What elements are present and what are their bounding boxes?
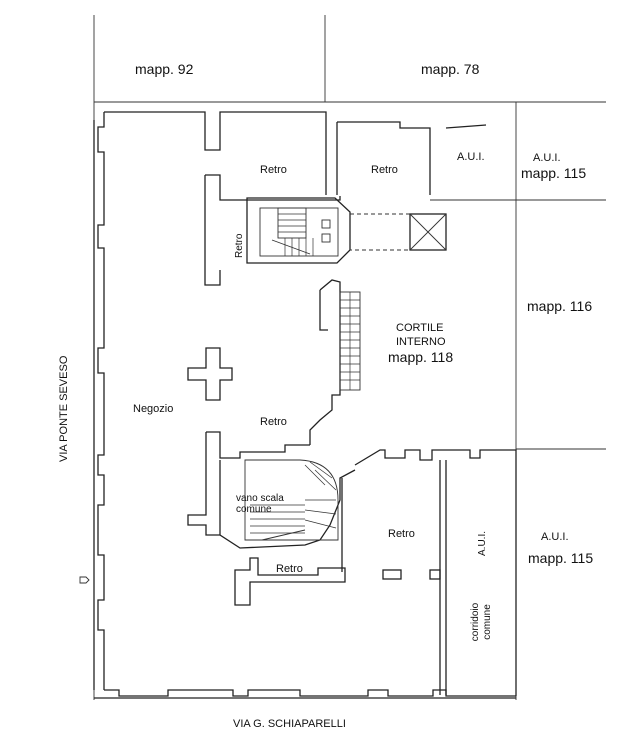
exterior-walls [93,111,517,699]
label-mapp115-bottom: mapp. 115 [528,550,593,566]
label-mapp78: mapp. 78 [421,61,480,77]
entrance-marker [79,576,90,584]
lower-stair [244,459,339,541]
label-vano-line2: comune [236,504,272,515]
label-street-bottom: VIA G. SCHIAPARELLI [233,718,346,730]
label-aui-top: A.U.I. [457,151,485,163]
interior-walls [187,168,447,695]
label-street-left: VIA PONTE SEVESO [58,355,70,462]
label-mapp116: mapp. 116 [527,298,592,314]
label-corridoio-line1: corridoio [470,602,481,641]
courtyard-stair [339,291,361,391]
label-cortile-line2: INTERNO [396,336,446,348]
label-retro-1: Retro [260,164,287,176]
label-aui-vertical: A.U.I. [477,531,488,556]
label-cortile-line1: CORTILE [396,322,443,334]
label-mapp92: mapp. 92 [135,61,194,77]
label-retro-vertical: Retro [234,233,245,258]
label-aui-right-top: A.U.I. [533,152,561,164]
upper-stair-core [246,197,447,264]
plan-labels: mapp. 92 mapp. 78 A.U.I. A.U.I. mapp. 11… [58,61,593,730]
label-vano-line1: vano scala [236,493,284,504]
label-retro-4: Retro [276,563,303,575]
label-retro-5: Retro [388,528,415,540]
label-retro-3: Retro [260,416,287,428]
label-negozio: Negozio [133,403,173,415]
label-cortile-mapp: mapp. 118 [388,349,453,365]
label-mapp115-top: mapp. 115 [521,165,586,181]
label-corridoio-line2: comune [482,604,493,640]
label-retro-2: Retro [371,164,398,176]
label-aui-right-bottom: A.U.I. [541,531,569,543]
